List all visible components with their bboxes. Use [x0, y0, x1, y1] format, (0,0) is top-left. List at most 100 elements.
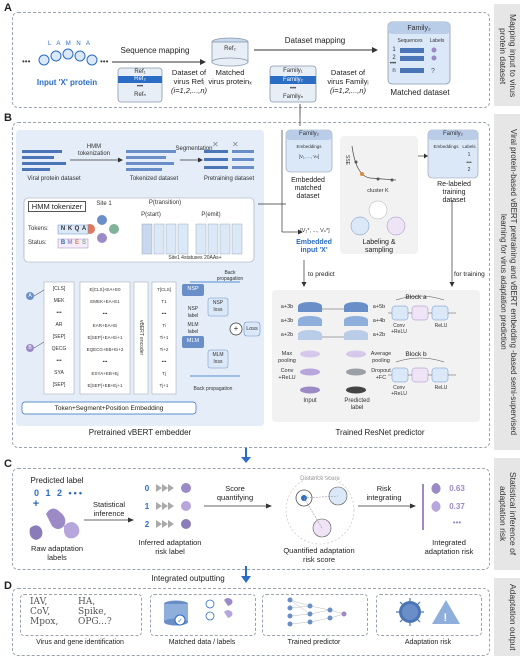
- input-label: Input: [303, 398, 317, 404]
- input-token-8: [SEP]: [52, 382, 66, 388]
- input-protein-label: Input 'X' protein: [36, 78, 98, 87]
- virus-name-3: Mpox,: [30, 617, 59, 627]
- embedded-matched-l2: matched: [294, 185, 322, 192]
- panel-c-box: [12, 468, 490, 570]
- input-token-6: •••: [56, 358, 62, 364]
- integrated-l1: Integrated: [432, 538, 466, 547]
- resnet-right-3: a+2b: [372, 332, 386, 338]
- nsp-label-l1: NSP: [187, 306, 199, 312]
- virus-id-card: [20, 594, 142, 636]
- predicted-label-l1: Predicted: [344, 398, 370, 404]
- input-seq-letters: L A M N A: [47, 41, 93, 47]
- sidebar-d-text: Adaptation output: [508, 583, 518, 651]
- matched-data-label: Matched data / labels: [168, 639, 236, 646]
- mlm-label-l2: label: [187, 329, 199, 335]
- score-value-1: 0.63: [449, 484, 465, 493]
- matched-row-2: 2: [392, 55, 396, 61]
- relabeled-l3: dataset: [442, 197, 466, 204]
- block-a: [388, 295, 456, 321]
- input-token-5: QECG: [51, 346, 67, 352]
- inferred-digit-0: 0: [144, 484, 150, 493]
- sidebar-a-text: Mapping input to virus protein dataset: [498, 14, 518, 98]
- gene-name-2: Spike,: [78, 607, 107, 617]
- hmm-tokenization-l2: tokenization: [77, 151, 111, 157]
- output-1: T1: [161, 299, 167, 304]
- relabeled-row-2: •••: [466, 160, 472, 166]
- score-l2: quantifying: [216, 493, 254, 502]
- block-a-label: Block a: [405, 294, 427, 301]
- embedding-bar-label: Token+Segment+Position Embedding: [54, 405, 164, 412]
- status-3: E: [74, 240, 79, 246]
- input-token-1: MEK: [53, 298, 65, 304]
- plus-circle-text: +: [233, 324, 239, 333]
- ref-item-n: Refₙ: [134, 92, 146, 98]
- status-1: B: [60, 240, 66, 246]
- status-2: M: [67, 240, 73, 246]
- dataset-fam-l1: Dataset of: [330, 68, 366, 77]
- risk-card: [376, 594, 482, 636]
- embedded-input-l2: input 'X': [300, 247, 328, 254]
- block-b: [388, 357, 456, 383]
- pretraining-graphics: ✕ ✕: [21, 116, 480, 422]
- resnet-left-3: a+2b: [280, 332, 294, 338]
- avg-pooling-l1: Average: [370, 351, 392, 357]
- dataset-mapping-label: Dataset mapping: [284, 36, 346, 45]
- labeling-l1: Labeling &: [362, 239, 396, 246]
- nsp-loss-l1: NSP: [212, 300, 224, 306]
- bert-columns: [43, 281, 177, 395]
- relabeled-title: Family₂: [443, 131, 463, 137]
- svg-text:•••: •••: [22, 57, 31, 66]
- score-value-3: •••: [452, 518, 462, 527]
- viral-protein-dataset-label: Viral protein dataset: [27, 176, 81, 182]
- block-b-conv-l2: +ReLU: [391, 391, 407, 397]
- p-transition-label: P(transition): [148, 200, 182, 206]
- relabeled-col-lab: Labels: [462, 144, 476, 149]
- site1-label: Site 1: [96, 201, 112, 207]
- status-4: S: [81, 240, 86, 246]
- input-protein-beads: ••• •••: [22, 48, 109, 66]
- nsp-loss-l2: loss: [213, 307, 223, 313]
- matched-dataset-label: Matched dataset: [390, 88, 450, 97]
- back-prop-top-l1: Back: [224, 270, 236, 276]
- integrated-outputting: Integrated outputting: [151, 574, 225, 583]
- inferred-l2: risk label: [155, 547, 185, 556]
- predicted-label-l2: label: [350, 405, 364, 411]
- virus-gene-label: Virus and gene identification: [36, 639, 124, 646]
- embedding-4: E[SEP]+EA+Ei+1: [87, 335, 123, 340]
- relabeled-row-1: 1: [467, 152, 471, 158]
- embedded-matched-l1: Embedded: [291, 177, 325, 184]
- embeddings-col: Embeddings: [296, 144, 322, 149]
- resnet-right-1: a+5b: [372, 304, 386, 310]
- panel-b-letter: B: [4, 112, 12, 124]
- sidebar-c: [494, 458, 520, 570]
- svg-text:!: !: [444, 612, 448, 624]
- score-value-2: 0.37: [449, 502, 465, 511]
- embedding-7: ESYA+EB+Ej: [91, 371, 119, 376]
- sse-label: SSE: [344, 154, 350, 165]
- raw-labels-l1: Raw adaptation: [30, 544, 84, 553]
- sidebar-b: [494, 114, 520, 450]
- dropout-l1: Dropout: [371, 368, 391, 374]
- sidebar-b-text: Viral protein-based vBERT pretraining an…: [499, 128, 518, 436]
- matched-row-1: 1: [392, 47, 396, 53]
- pretraining-dataset-label: Pretraining dataset: [203, 176, 255, 182]
- block-b-relu: ReLU: [434, 385, 448, 391]
- output-5: Ti+2: [159, 347, 169, 352]
- trained-predictor-label: Trained predictor: [287, 639, 341, 646]
- matched-db-label: Ref₂: [224, 46, 236, 52]
- resnet-left-2: a+3b: [280, 318, 294, 324]
- inferred-l1: Inferred adaptation: [138, 538, 202, 547]
- gene-name-3: OPG...?: [78, 617, 112, 627]
- arrow-c-d: [241, 566, 251, 583]
- distance-score: Distance score: [300, 476, 340, 482]
- embedding-1: EMEK+EA+E1: [90, 299, 120, 304]
- conv-relu-l1: Conv: [280, 368, 294, 374]
- output-2: •••: [161, 311, 167, 316]
- token-1: N: [60, 226, 66, 232]
- max-pooling-l1: Max: [281, 351, 293, 357]
- block-b-label: Block b: [405, 351, 427, 358]
- inferred-digit-1: 1: [144, 502, 150, 511]
- matched-row-3: •••: [389, 61, 397, 67]
- output-0: T[CLS]: [156, 287, 171, 292]
- status-label: Status:: [28, 240, 47, 246]
